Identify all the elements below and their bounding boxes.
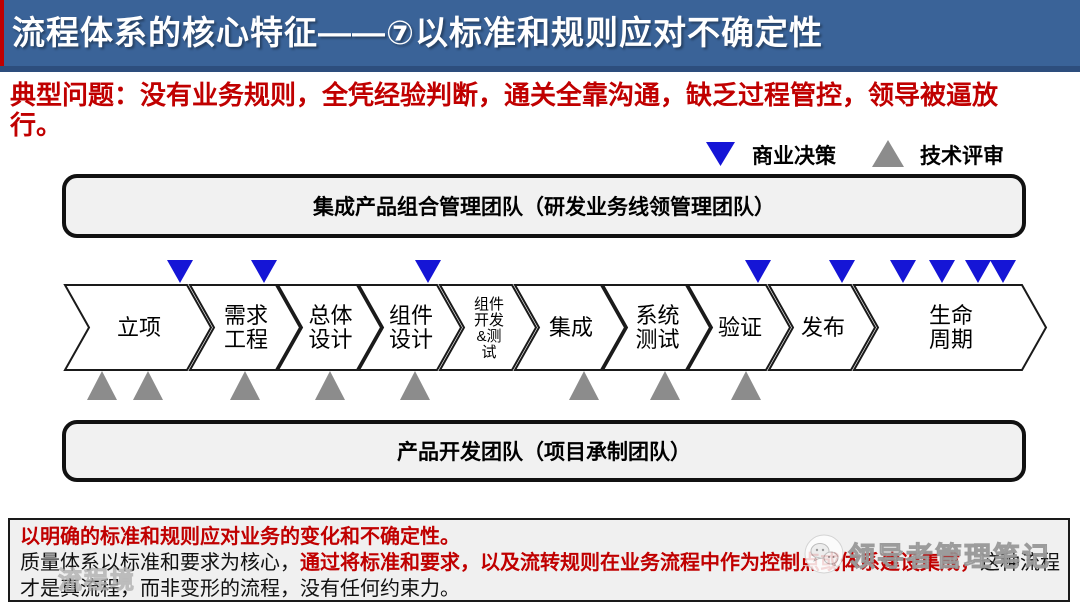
process-step-label: 生命周期 <box>929 303 973 352</box>
technical-review-marker-icon <box>731 371 761 400</box>
business-decision-marker-icon <box>890 260 916 283</box>
process-chevron <box>63 284 213 371</box>
business-decision-marker-icon <box>745 260 771 283</box>
summary-panel: 以明确的标准和规则应对业务的变化和不确定性。 质量体系以标准和要求为核心，通过将… <box>8 518 1070 602</box>
business-decision-marker-icon <box>965 260 991 283</box>
process-chevron <box>852 284 1048 371</box>
process-chevron <box>276 284 383 371</box>
process-chevron <box>188 284 302 371</box>
business-decision-marker-icon <box>167 260 193 283</box>
legend-business-decision-label: 商业决策 <box>752 145 836 168</box>
technical-review-marker-icon <box>230 371 260 400</box>
business-decision-marker-icon <box>829 260 855 283</box>
process-step-label: 需求工程 <box>224 303 268 352</box>
technical-review-marker-icon <box>400 371 430 400</box>
bottom-team-box-label: 产品开发团队（项目承制团队） <box>397 441 691 464</box>
title-bar: 流程体系的核心特征——⑦以标准和规则应对不确定性 <box>0 0 1080 72</box>
process-step-label: 发布 <box>801 315 845 340</box>
process-chevron <box>357 284 463 371</box>
top-team-box: 集成产品组合管理团队（研发业务线领管理团队） <box>62 174 1026 238</box>
technical-review-marker-icon <box>650 371 680 400</box>
problem-statement: 典型问题：没有业务规则，全凭经验判断，通关全靠沟通，缺乏过程管控，领导被逼放行。 <box>10 80 999 140</box>
technical-review-marker-icon <box>133 371 163 400</box>
process-step-label: 验证 <box>718 315 762 340</box>
business-decision-marker-icon <box>251 260 277 283</box>
title-accent-strip <box>0 0 4 66</box>
business-decision-marker-icon <box>990 260 1016 283</box>
summary-line2: 质量体系以标准和要求为核心，通过将标准和要求，以及流转规则在业务流程中作为控制点… <box>20 552 1060 574</box>
process-chevron <box>767 284 877 371</box>
process-step-label: 立项 <box>117 315 161 340</box>
technical-review-marker-icon <box>315 371 345 400</box>
process-step-label: 总体设计 <box>308 303 352 352</box>
summary-line3: 才是真流程，而非变形的流程，没有任何约束力。 <box>20 578 460 600</box>
top-team-box-label: 集成产品组合管理团队（研发业务线领管理团队） <box>313 196 775 219</box>
page-title: 流程体系的核心特征——⑦以标准和规则应对不确定性 <box>12 14 823 51</box>
business-decision-triangle-icon <box>706 142 735 166</box>
summary-line1: 以明确的标准和规则应对业务的变化和不确定性。 <box>20 526 460 548</box>
process-chevron <box>513 284 627 371</box>
technical-review-marker-icon <box>569 371 599 400</box>
process-chevron <box>438 284 538 371</box>
bottom-team-box: 产品开发团队（项目承制团队） <box>62 420 1026 482</box>
technical-review-marker-icon <box>87 371 117 400</box>
process-step-label: 系统测试 <box>635 303 679 352</box>
business-decision-marker-icon <box>929 260 955 283</box>
process-step-label: 组件设计 <box>389 303 433 352</box>
process-step-label: 集成 <box>549 315 593 340</box>
legend-technical-review-label: 技术评审 <box>920 145 1004 168</box>
process-chevron <box>686 284 792 371</box>
process-step-label: 组件开发&测试 <box>474 296 504 361</box>
process-chevron <box>601 284 712 371</box>
business-decision-marker-icon <box>415 260 441 283</box>
technical-review-triangle-icon <box>872 140 904 167</box>
